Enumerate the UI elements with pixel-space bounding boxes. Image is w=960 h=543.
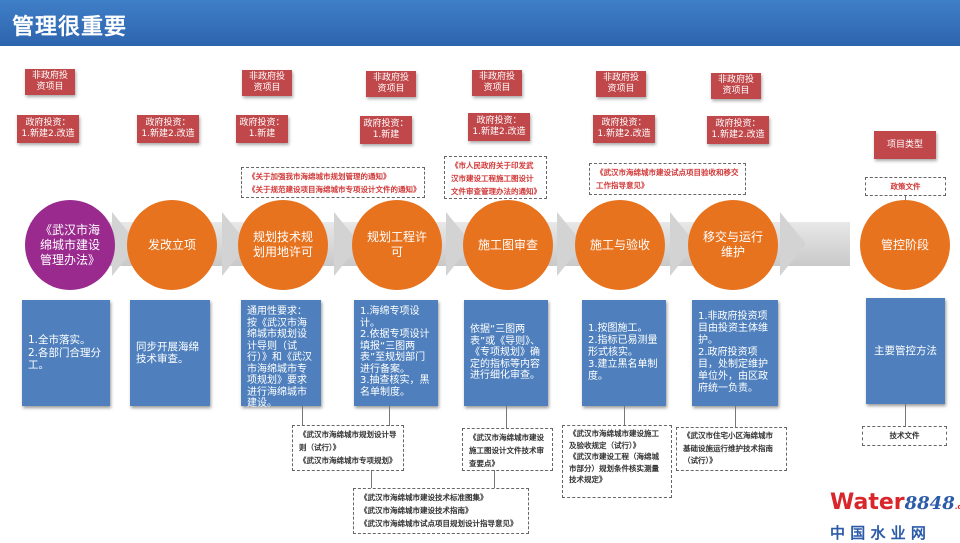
method-box: 通用性要求：按《武汉市海绵城市规划设计导则（试行）》和《武汉市海绵城市专项规划》… xyxy=(241,300,321,409)
method-box: 主要管控方法 xyxy=(866,298,945,404)
gov-tag: 政府投资： 1.新建2.改造 xyxy=(707,116,769,144)
gov-tag: 政府投资： 1.新建2.改造 xyxy=(17,115,79,143)
non-gov-tag: 非政府投 资项目 xyxy=(596,71,646,97)
stage-circle: 《武汉市海 绵城市建设 管理办法》 xyxy=(25,200,115,290)
non-gov-tag: 非政府投 资项目 xyxy=(366,71,416,97)
gov-tag: 政府投资： 1.新建 xyxy=(360,116,412,144)
stage-circle: 管控阶段 xyxy=(860,200,950,290)
method-box: 1.全市落实。 2.各部门合理分工。 xyxy=(22,300,110,406)
policy-docs-box: 政策文件 xyxy=(865,177,946,196)
arrow-icon xyxy=(780,212,806,276)
stage-circle: 发改立项 xyxy=(127,200,217,290)
non-gov-tag: 非政府投 资项目 xyxy=(242,70,292,96)
non-gov-tag: 非政府投 资项目 xyxy=(25,69,75,95)
non-gov-tag: 非政府投 资项目 xyxy=(472,70,522,96)
header-bar: 管理很重要 xyxy=(0,0,960,46)
method-box: 1.非政府投资项目由投资主体维护。 2.政府投资项目，处制定维护单位外，由区政府… xyxy=(692,300,778,406)
method-box: 1.海绵专项设计。 2.依据专项设计填报“三图两表”至规划部门进行备案。 3.抽… xyxy=(354,300,438,406)
gov-tag: 政府投资： 1.新建2.改造 xyxy=(593,115,655,143)
gov-tag: 政府投资： 1.新建 xyxy=(236,115,288,143)
tech-docs-box: 《武汉市海绵城市建设施工及验收规定（试行）》 《武汉市建设工程（海绵城市部分）规… xyxy=(562,425,672,498)
method-box: 同步开展海绵技术审查。 xyxy=(130,300,210,406)
non-gov-tag: 非政府投 资项目 xyxy=(711,73,761,99)
gov-tag: 政府投资： 1.新建2.改造 xyxy=(137,115,199,143)
tech-docs-box: 《武汉市海绵城市建设施工图设计文件技术审查要点》 xyxy=(462,428,553,471)
policy-docs-box: 《关于加强我市海绵城市规划管理的通知》 《关于规范建设项目海绵城市专项设计文件的… xyxy=(241,167,425,198)
method-box: 依据“三图两表”或《导则》、《专项规划》确定的指标等内容进行细化审查。 xyxy=(464,300,548,406)
tech-docs-box: 《武汉市海绵城市规划设计导则（试行）》 《武汉市海绵城市专项规划》 xyxy=(292,425,404,471)
project-type-tag: 项目类型 xyxy=(874,131,936,159)
stage-circle: 施工图审查 xyxy=(463,200,553,290)
water8848-logo: Water8848.com 中 国 水 业 网 xyxy=(830,490,960,543)
stage-circle: 规划工程许 可 xyxy=(352,200,442,290)
page-title: 管理很重要 xyxy=(12,15,128,40)
policy-docs-box: 《市人民政府关于印发武汉市建设工程施工图设计文件审查管理办法的通知》 xyxy=(444,156,547,199)
gov-tag: 政府投资： 1.新建2.改造 xyxy=(468,113,530,141)
tech-docs-box: 《武汉市住宅小区海绵城市基础设施运行维护技术指南（试行）》 xyxy=(676,427,787,471)
policy-docs-box: 《武汉市海绵城市建设试点项目验收和移交工作指导意见》 xyxy=(589,163,746,195)
stage-circle: 施工与验收 xyxy=(575,200,665,290)
stage-circle: 规划技术规 划用地许可 xyxy=(238,200,328,290)
tech-docs-box: 技术文件 xyxy=(862,426,947,446)
stage-circle: 移交与运行 维护 xyxy=(688,200,778,290)
tech-docs-box: 《武汉市海绵城市建设技术标准图集》 《武汉市海绵城市建设技术指南》 《武汉市海绵… xyxy=(353,488,529,534)
method-box: 1.按图施工。 2.指标已易测量形式核实。 3.建立黑名单制度。 xyxy=(582,300,666,406)
